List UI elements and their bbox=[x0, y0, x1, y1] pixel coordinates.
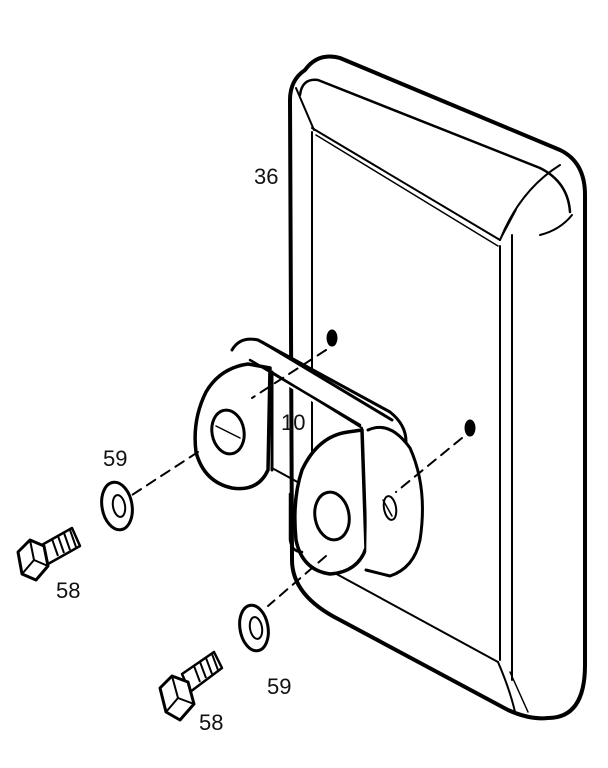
mounting-bracket-10 bbox=[193, 337, 424, 578]
hex-bolt-58-upper bbox=[16, 526, 82, 582]
callout-10: 10 bbox=[281, 410, 305, 435]
washer-59-upper bbox=[100, 480, 134, 532]
washer-59-lower bbox=[238, 603, 270, 653]
callout-58-lower: 58 bbox=[199, 710, 223, 735]
callout-59-upper: 59 bbox=[103, 446, 127, 471]
hex-bolt-58-lower bbox=[158, 650, 224, 722]
callout-59-lower: 59 bbox=[267, 674, 291, 699]
callout-36: 36 bbox=[254, 164, 278, 189]
callout-58-upper: 58 bbox=[56, 578, 80, 603]
assembly-centerlines bbox=[131, 349, 463, 607]
